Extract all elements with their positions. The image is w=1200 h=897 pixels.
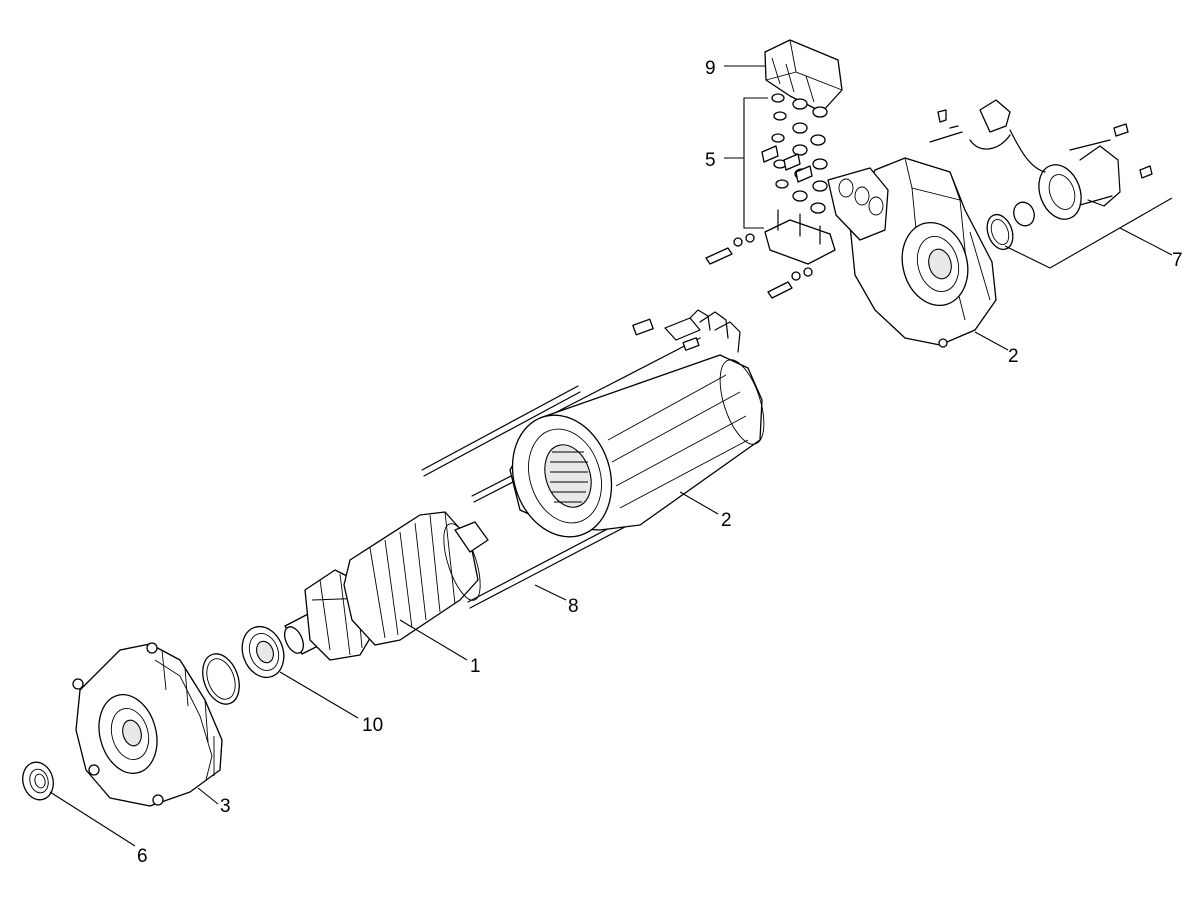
callout-10: 10 — [362, 715, 383, 736]
terminal-cap-part — [764, 39, 843, 113]
leader-8 — [534, 584, 567, 601]
leader-2-housing — [974, 331, 1009, 351]
leader-7 — [1004, 197, 1173, 269]
leader-1 — [399, 619, 468, 661]
leader-6 — [49, 791, 136, 847]
brush-assembly-part — [929, 99, 1153, 251]
callout-6: 6 — [137, 846, 148, 867]
seal-ring-part — [22, 761, 54, 801]
terminal-hardware-part — [705, 93, 836, 299]
callout-1: 1 — [470, 656, 481, 677]
callout-7: 7 — [1172, 250, 1183, 271]
callout-3: 3 — [220, 796, 231, 817]
leader-2-stator — [679, 491, 719, 515]
leader-5 — [724, 97, 768, 229]
leader-3 — [197, 787, 219, 805]
callout-9: 9 — [705, 58, 716, 79]
o-ring-part — [202, 653, 240, 705]
bearing-part — [241, 625, 285, 679]
callout-2-housing: 2 — [1008, 346, 1019, 367]
front-end-cover-part — [72, 642, 223, 807]
callout-2-stator: 2 — [721, 510, 732, 531]
stator-part — [509, 309, 765, 538]
armature-part — [283, 511, 489, 661]
leader-10 — [279, 671, 359, 719]
callout-8: 8 — [568, 596, 579, 617]
callout-5: 5 — [705, 150, 716, 171]
rear-housing-part — [827, 157, 997, 348]
